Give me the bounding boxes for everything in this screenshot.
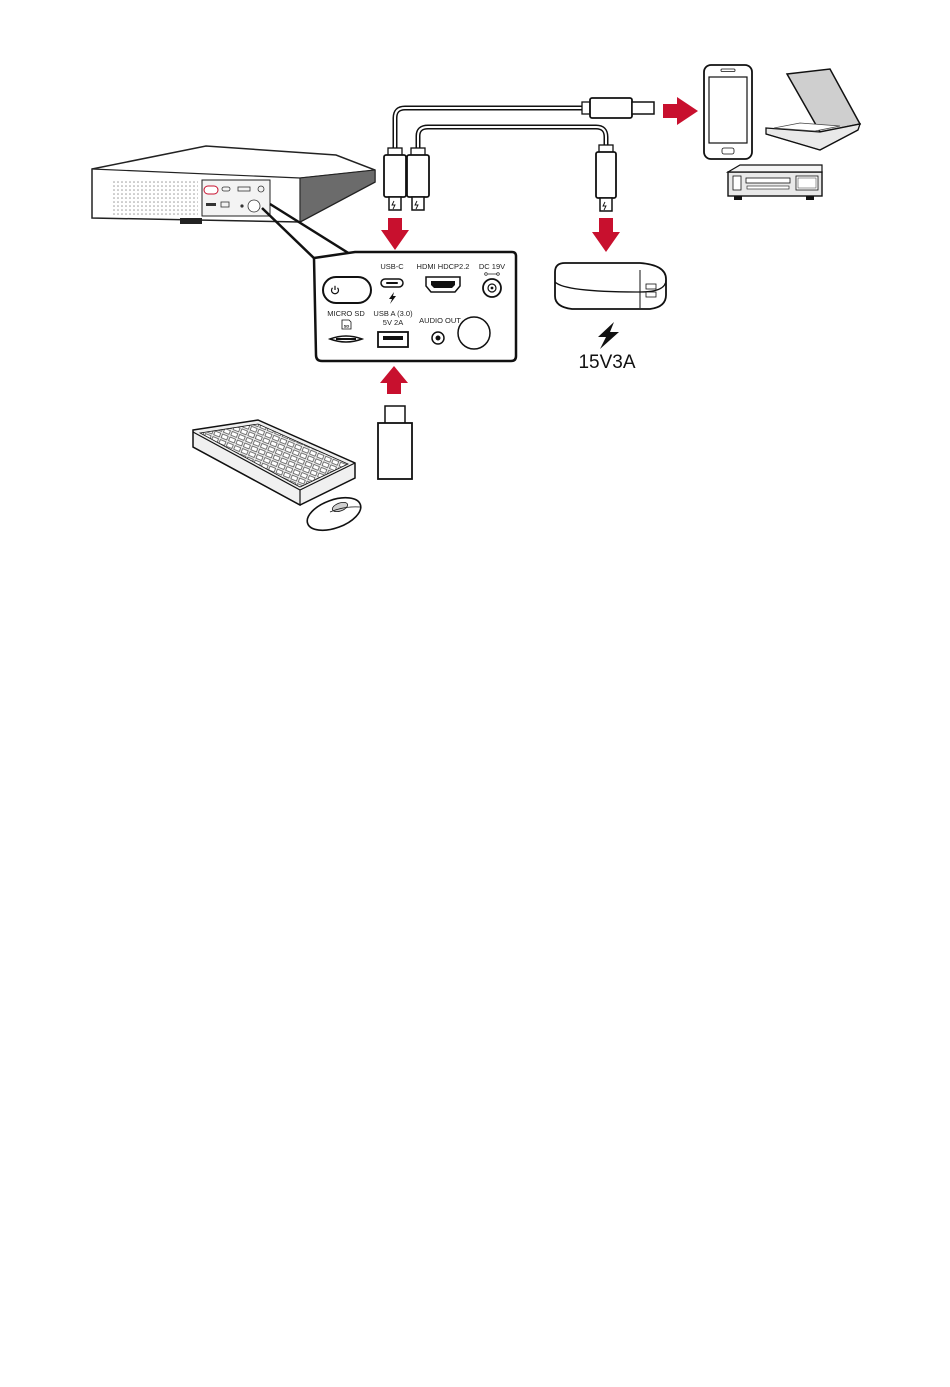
arrow-down-power-bank xyxy=(592,218,620,252)
usb-a-label-line2: 5V 2A xyxy=(383,318,403,327)
dc-label: DC 19V xyxy=(479,262,505,271)
hdmi-cable-plug-left xyxy=(384,148,406,210)
sd-card-icon: SD xyxy=(342,320,351,329)
usb-c-cable-plug-right xyxy=(596,145,616,211)
hdmi-label: HDMI HDCP2.2 xyxy=(417,262,470,271)
power-button[interactable] xyxy=(323,277,371,303)
arrow-up-usb-a xyxy=(380,366,408,394)
rear-panel: USB-C HDMI HDCP2.2 DC 19V MICRO SD SD xyxy=(314,252,516,361)
arrow-down-usb-c xyxy=(381,218,409,250)
hdmi-port[interactable] xyxy=(426,277,460,292)
lightning-bolt-icon xyxy=(598,322,619,349)
hdmi-cable-plug-right xyxy=(582,98,654,118)
focus-dial xyxy=(458,317,490,349)
keyboard xyxy=(193,420,355,505)
laptop xyxy=(766,69,860,150)
smartphone xyxy=(704,65,752,159)
projector xyxy=(92,146,375,224)
usb-c-cable-plug-left xyxy=(407,148,429,210)
micro-sd-slot[interactable] xyxy=(330,336,362,342)
micro-sd-label: MICRO SD xyxy=(327,309,365,318)
usb-flash-drive xyxy=(378,406,412,479)
audio-out-label: AUDIO OUT xyxy=(419,316,461,325)
cable-usb-c xyxy=(418,127,606,150)
dc-power-port[interactable] xyxy=(483,279,501,297)
usb-a-label-line1: USB A (3.0) xyxy=(373,309,413,318)
usb-a-port[interactable] xyxy=(378,332,408,347)
sd-badge: SD xyxy=(344,324,350,329)
dvd-player xyxy=(728,165,822,200)
arrow-right-devices xyxy=(663,97,698,125)
power-bank-rating: 15V3A xyxy=(578,352,635,373)
usb-c-label: USB-C xyxy=(380,262,404,271)
power-bank xyxy=(555,263,666,309)
audio-out-port[interactable] xyxy=(432,332,444,344)
projector-rear-ports xyxy=(202,180,270,216)
